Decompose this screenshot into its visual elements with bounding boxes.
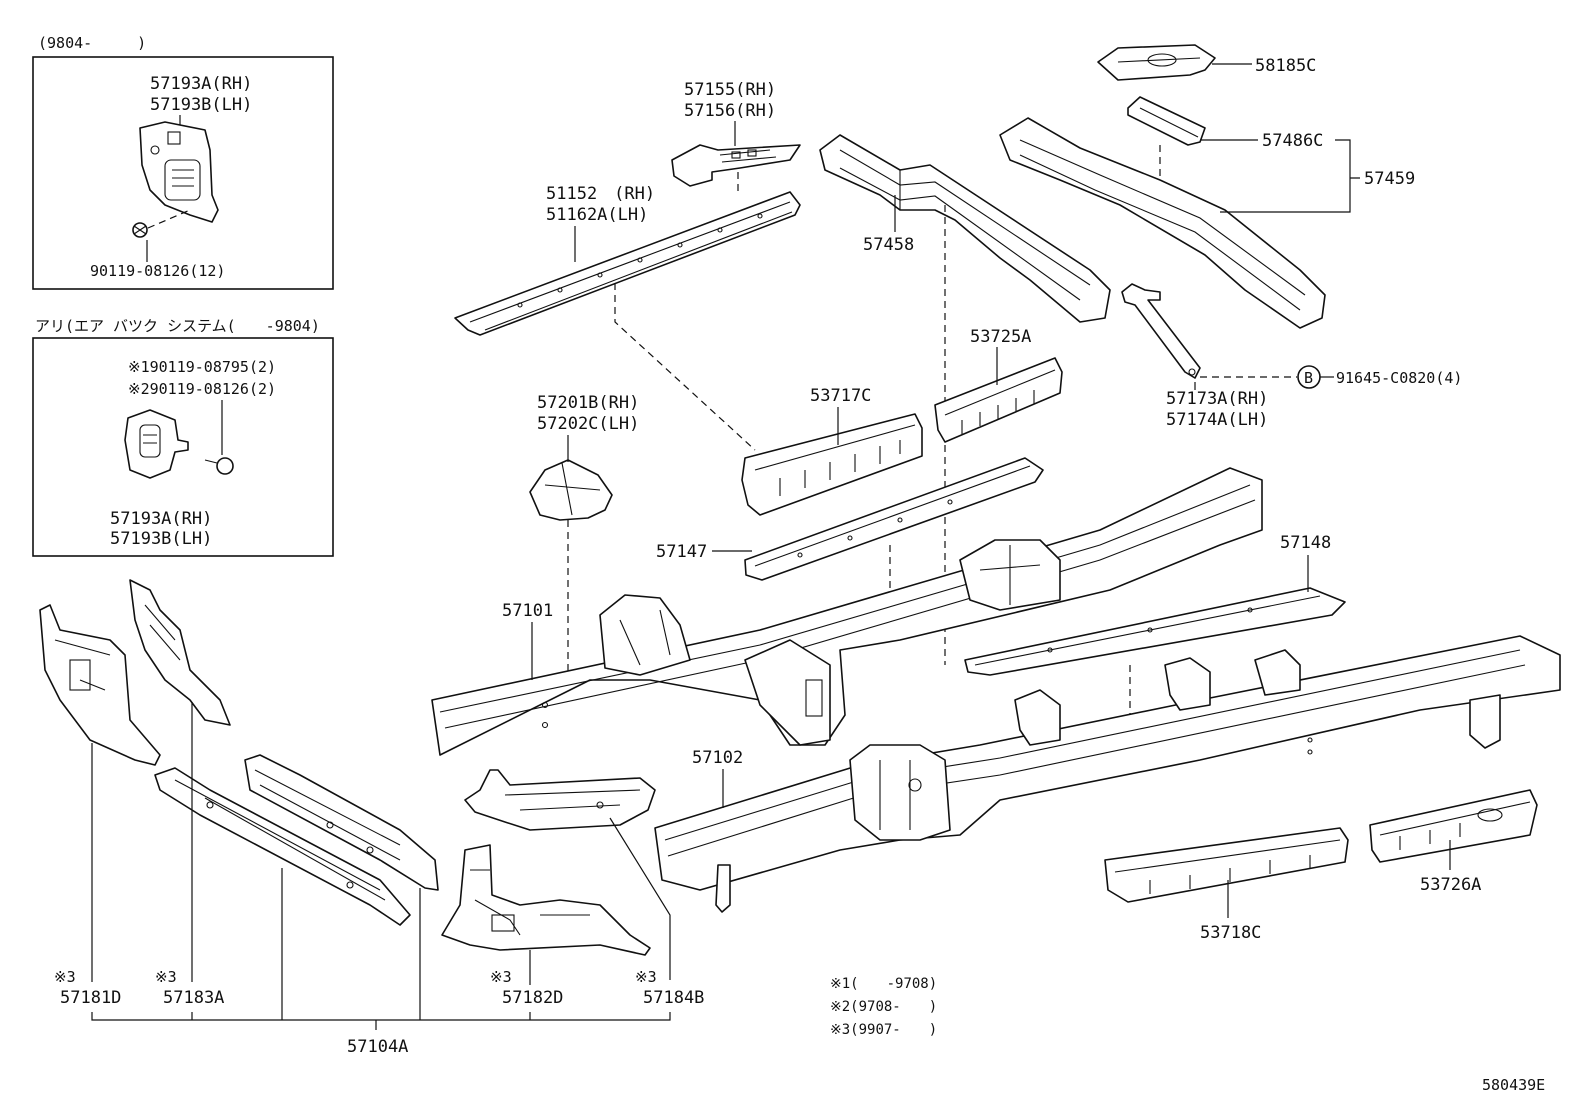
mark-57183a: ※3 [155, 968, 177, 986]
label-90119-08126-12: 90119-08126(12) [90, 262, 225, 280]
label-57486c: 57486C [1262, 131, 1323, 151]
label-57201b: 57201B(RH) [537, 393, 639, 413]
inset-bottom-frame [32, 337, 334, 557]
label-circle-b: B [1304, 369, 1313, 387]
part-57184b-bracket [464, 769, 656, 831]
inset-bottom: アリ(エア バツク システム( -9804) ※190119-08795(2) … [32, 317, 334, 557]
label-57182d: 57182D [502, 988, 563, 1008]
part-57183a-panel [129, 579, 231, 726]
label-57458: 57458 [863, 235, 914, 255]
label-57184b: 57184B [643, 988, 704, 1008]
leader [609, 817, 671, 980]
part-53717c-panel [741, 413, 923, 516]
note-1: ※1( -9708) [830, 976, 937, 992]
label-57193b-bottom: 57193B(LH) [110, 529, 212, 549]
part-53726a-panel [1369, 789, 1538, 863]
part-57486c-channel [1127, 96, 1206, 146]
part-57148-crossmember [964, 587, 1346, 676]
label-51162a: 51162A(LH) [546, 205, 648, 225]
part-57102-rear-frame [654, 635, 1561, 913]
label-53718c: 53718C [1200, 923, 1261, 943]
note-2: ※2(9708- ) [830, 999, 937, 1015]
part-53718c-panel [1104, 827, 1349, 903]
mark-57184b: ※3 [635, 968, 657, 986]
inset-bottom-header: アリ(エア バツク システム( -9804) [35, 317, 320, 335]
note-3: ※3(9907- ) [830, 1022, 937, 1038]
label-57155: 57155(RH) [684, 80, 776, 100]
label-57193a-bottom: 57193A(RH) [110, 509, 212, 529]
label-53725a: 53725A [970, 327, 1031, 347]
label-57181d: 57181D [60, 988, 121, 1008]
part-57104a-upper-bar [244, 754, 439, 891]
inset-top: (9804- ) 57193A(RH) 57193B(LH) 90119-081… [32, 34, 334, 290]
part-57101-front-frame [431, 467, 1263, 756]
part-58185c-plate [1097, 44, 1216, 81]
label-57147: 57147 [656, 542, 707, 562]
label-note1-bolt: ※190119-08795(2) [128, 358, 276, 376]
inset-top-header: (9804- ) [38, 34, 146, 52]
label-57183a: 57183A [163, 988, 224, 1008]
label-53726a: 53726A [1420, 875, 1481, 895]
label-51152: 51152 (RH) [546, 184, 655, 204]
mark-57182d: ※3 [490, 968, 512, 986]
part-57193-bracket-top [139, 121, 219, 223]
label-91645-c0820: 91645-C0820(4) [1336, 369, 1462, 387]
part-51152-rail [454, 191, 801, 336]
label-57193a-top: 57193A(RH) [150, 74, 252, 94]
label-58185c: 58185C [1255, 56, 1316, 76]
catalog-id: 580439E [1482, 1076, 1545, 1094]
label-57101: 57101 [502, 601, 553, 621]
guide-line [614, 283, 756, 451]
label-57459: 57459 [1364, 169, 1415, 189]
part-57181d-panel [39, 604, 161, 766]
label-57156: 57156(RH) [684, 101, 776, 121]
bracket-57459 [1220, 139, 1360, 213]
part-57459-crossmember [999, 117, 1326, 329]
part-53725a-panel [934, 357, 1063, 443]
inset-top-frame [32, 56, 334, 290]
part-57155-plate [671, 144, 801, 187]
bolt-icon [204, 457, 234, 475]
part-57182d-bracket [441, 844, 651, 956]
mark-57181d: ※3 [54, 968, 76, 986]
label-note2-bolt: ※290119-08126(2) [128, 380, 276, 398]
label-57102: 57102 [692, 748, 743, 768]
part-57147-crossmember [744, 457, 1044, 581]
part-57201b-bracket [529, 459, 613, 521]
label-57148: 57148 [1280, 533, 1331, 553]
label-57104a: 57104A [347, 1037, 408, 1057]
label-57173a: 57173A(RH) [1166, 389, 1268, 409]
part-57173a-brace [1121, 283, 1201, 379]
label-53717c: 53717C [810, 386, 871, 406]
bracket-57104a [91, 1012, 671, 1030]
label-57193b-top: 57193B(LH) [150, 95, 252, 115]
label-57174a: 57174A(LH) [1166, 410, 1268, 430]
bolt-guide [147, 209, 191, 229]
part-57193-bracket-bottom [124, 409, 189, 479]
part-57458-crossmember [819, 134, 1111, 323]
bolt-icon [132, 222, 148, 238]
label-57202c: 57202C(LH) [537, 414, 639, 434]
